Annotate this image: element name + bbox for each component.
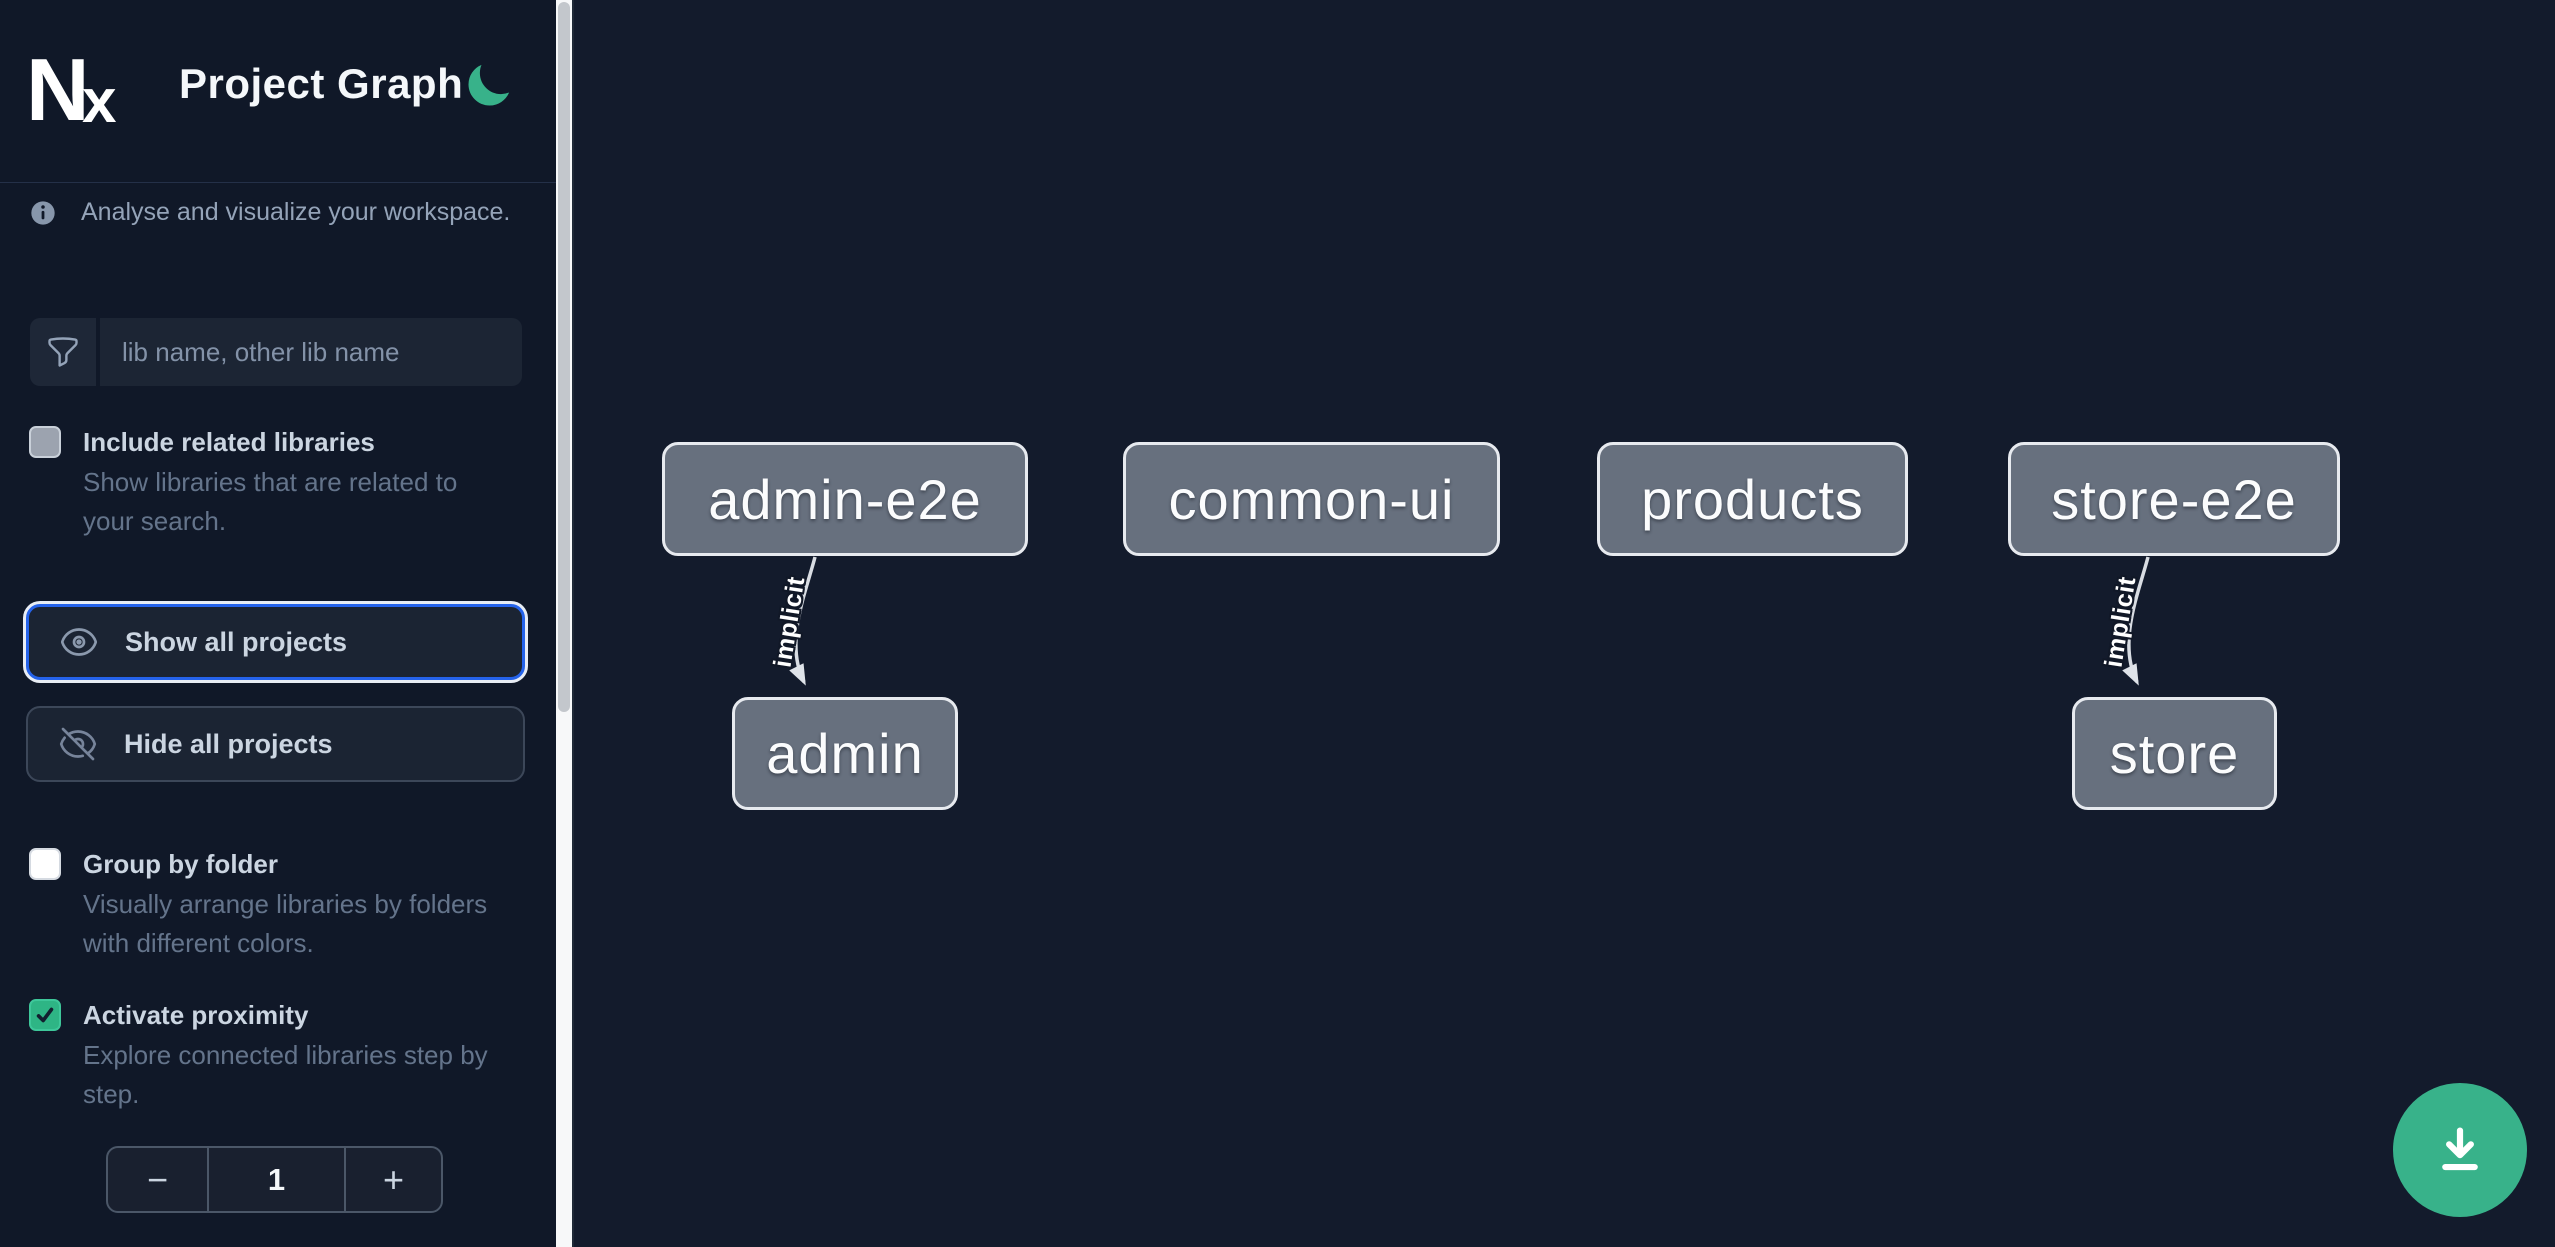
info-text: Analyse and visualize your workspace. xyxy=(81,198,511,226)
toggle-label: Include related libraries xyxy=(83,427,375,457)
node-label: store-e2e xyxy=(2051,467,2297,531)
toggle-label: Group by folder xyxy=(83,849,278,879)
edge-admin-e2e-to-admin xyxy=(789,556,817,686)
checkbox-include-related[interactable] xyxy=(29,426,61,458)
checkbox-activate-proximity-checked[interactable] xyxy=(29,999,61,1031)
edge-store-e2e-to-store xyxy=(2122,556,2150,686)
sidebar-scrollbar-track[interactable] xyxy=(556,0,572,1247)
node-label: admin xyxy=(766,722,924,785)
node-label: store xyxy=(2109,722,2240,785)
nx-logo-icon[interactable]: N x xyxy=(26,44,136,134)
stepper-increment-button[interactable]: + xyxy=(344,1148,441,1211)
eye-slash-icon xyxy=(59,727,97,761)
eye-icon xyxy=(60,628,98,656)
graph-node-admin-e2e[interactable]: admin-e2e xyxy=(662,442,1028,556)
toggle-label: Activate proximity xyxy=(83,1000,309,1030)
search-input[interactable] xyxy=(100,318,522,386)
toggle-include-related[interactable]: Include related libraries Show libraries… xyxy=(29,424,529,541)
toggle-description: Explore connected libraries step by step… xyxy=(83,1040,488,1109)
toggle-description: Show libraries that are related to your … xyxy=(83,467,458,536)
graph-node-store-e2e[interactable]: store-e2e xyxy=(2008,442,2340,556)
graph-node-products[interactable]: products xyxy=(1597,442,1908,556)
graph-node-common-ui[interactable]: common-ui xyxy=(1123,442,1500,556)
show-all-label: Show all projects xyxy=(125,626,348,657)
graph-node-store[interactable]: store xyxy=(2072,697,2277,810)
node-label: common-ui xyxy=(1168,467,1455,531)
show-all-projects-button[interactable]: Show all projects xyxy=(26,604,525,680)
sidebar: N x Project Graph Analyse and visualize … xyxy=(0,0,556,1247)
check-icon xyxy=(36,1007,54,1023)
graph-canvas[interactable]: implicit implicit admin-e2e common-ui pr… xyxy=(572,0,2555,1247)
node-label: products xyxy=(1641,467,1864,531)
sidebar-scrollbar-thumb[interactable] xyxy=(558,2,570,712)
graph-node-admin[interactable]: admin xyxy=(732,697,958,810)
proximity-depth-stepper: − 1 + xyxy=(106,1146,443,1213)
search-bar xyxy=(30,318,522,386)
download-icon xyxy=(2442,1127,2478,1171)
page-title: Project Graph xyxy=(179,60,464,107)
stepper-decrement-button[interactable]: − xyxy=(108,1148,209,1211)
node-label: admin-e2e xyxy=(708,467,982,531)
download-image-button[interactable] xyxy=(2393,1083,2527,1217)
graph-edges xyxy=(789,556,2150,686)
toggle-description: Visually arrange libraries by folders wi… xyxy=(83,889,488,958)
info-icon xyxy=(31,200,55,225)
checkbox-group-by-folder[interactable] xyxy=(29,848,61,880)
hide-all-projects-button[interactable]: Hide all projects xyxy=(26,706,525,782)
funnel-icon xyxy=(30,318,96,386)
svg-text:x: x xyxy=(82,67,117,134)
svg-text:N: N xyxy=(26,44,84,134)
toggle-group-by-folder[interactable]: Group by folder Visually arrange librari… xyxy=(29,846,529,963)
toggle-activate-proximity[interactable]: Activate proximity Explore connected lib… xyxy=(29,997,529,1114)
stepper-value: 1 xyxy=(267,1161,286,1197)
moon-icon[interactable] xyxy=(462,60,514,112)
workspace-info: Analyse and visualize your workspace. xyxy=(29,198,510,227)
hide-all-label: Hide all projects xyxy=(124,728,333,759)
sidebar-header: N x Project Graph xyxy=(0,0,556,183)
